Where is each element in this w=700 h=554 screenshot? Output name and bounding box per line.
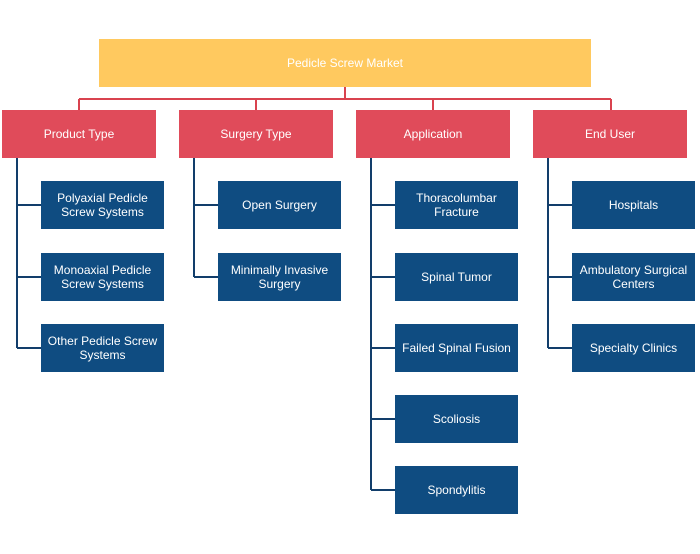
root-label: Pedicle Screw Market — [286, 56, 404, 70]
leaf-polyaxial-pedicle-screw-systems: Polyaxial Pedicle Screw Systems — [41, 181, 164, 229]
leaf-label: Specialty Clinics — [589, 341, 678, 355]
leaf-label: Hospitals — [608, 198, 659, 212]
leaf-other-pedicle-screw-systems: Other Pedicle Screw Systems — [41, 324, 164, 372]
leaf-label: Other Pedicle Screw Systems — [47, 334, 158, 362]
leaf-label: Polyaxial Pedicle Screw Systems — [57, 191, 148, 219]
category-application: Application — [356, 110, 510, 158]
category-product-type: Product Type — [2, 110, 156, 158]
leaf-minimally-invasive-surgery: Minimally Invasive Surgery — [218, 253, 341, 301]
leaf-label: Monoaxial Pedicle Screw Systems — [53, 263, 152, 291]
leaf-spinal-tumor: Spinal Tumor — [395, 253, 518, 301]
category-label: Surgery Type — [220, 127, 292, 141]
leaf-label: Open Surgery — [242, 198, 317, 212]
leaf-label: Failed Spinal Fusion — [402, 341, 511, 355]
category-label: End User — [584, 127, 636, 141]
leaf-label: Scoliosis — [432, 412, 481, 426]
leaf-label: Thoracolumbar Fracture — [416, 191, 497, 219]
leaf-failed-spinal-fusion: Failed Spinal Fusion — [395, 324, 518, 372]
leaf-label: Spinal Tumor — [421, 270, 492, 284]
leaf-label: Minimally Invasive Surgery — [230, 263, 329, 291]
leaf-open-surgery: Open Surgery — [218, 181, 341, 229]
category-surgery-type: Surgery Type — [179, 110, 333, 158]
leaf-scoliosis: Scoliosis — [395, 395, 518, 443]
leaf-hospitals: Hospitals — [572, 181, 695, 229]
leaf-thoracolumbar-fracture: Thoracolumbar Fracture — [395, 181, 518, 229]
leaf-ambulatory-surgical-centers: Ambulatory Surgical Centers — [572, 253, 695, 301]
leaf-specialty-clinics: Specialty Clinics — [572, 324, 695, 372]
category-label: Application — [403, 127, 463, 141]
category-end-user: End User — [533, 110, 687, 158]
leaf-monoaxial-pedicle-screw-systems: Monoaxial Pedicle Screw Systems — [41, 253, 164, 301]
leaf-label: Ambulatory Surgical Centers — [579, 263, 688, 291]
category-label: Product Type — [43, 127, 115, 141]
leaf-spondylitis: Spondylitis — [395, 466, 518, 514]
leaf-label: Spondylitis — [427, 483, 486, 497]
root-node: Pedicle Screw Market — [99, 39, 591, 87]
